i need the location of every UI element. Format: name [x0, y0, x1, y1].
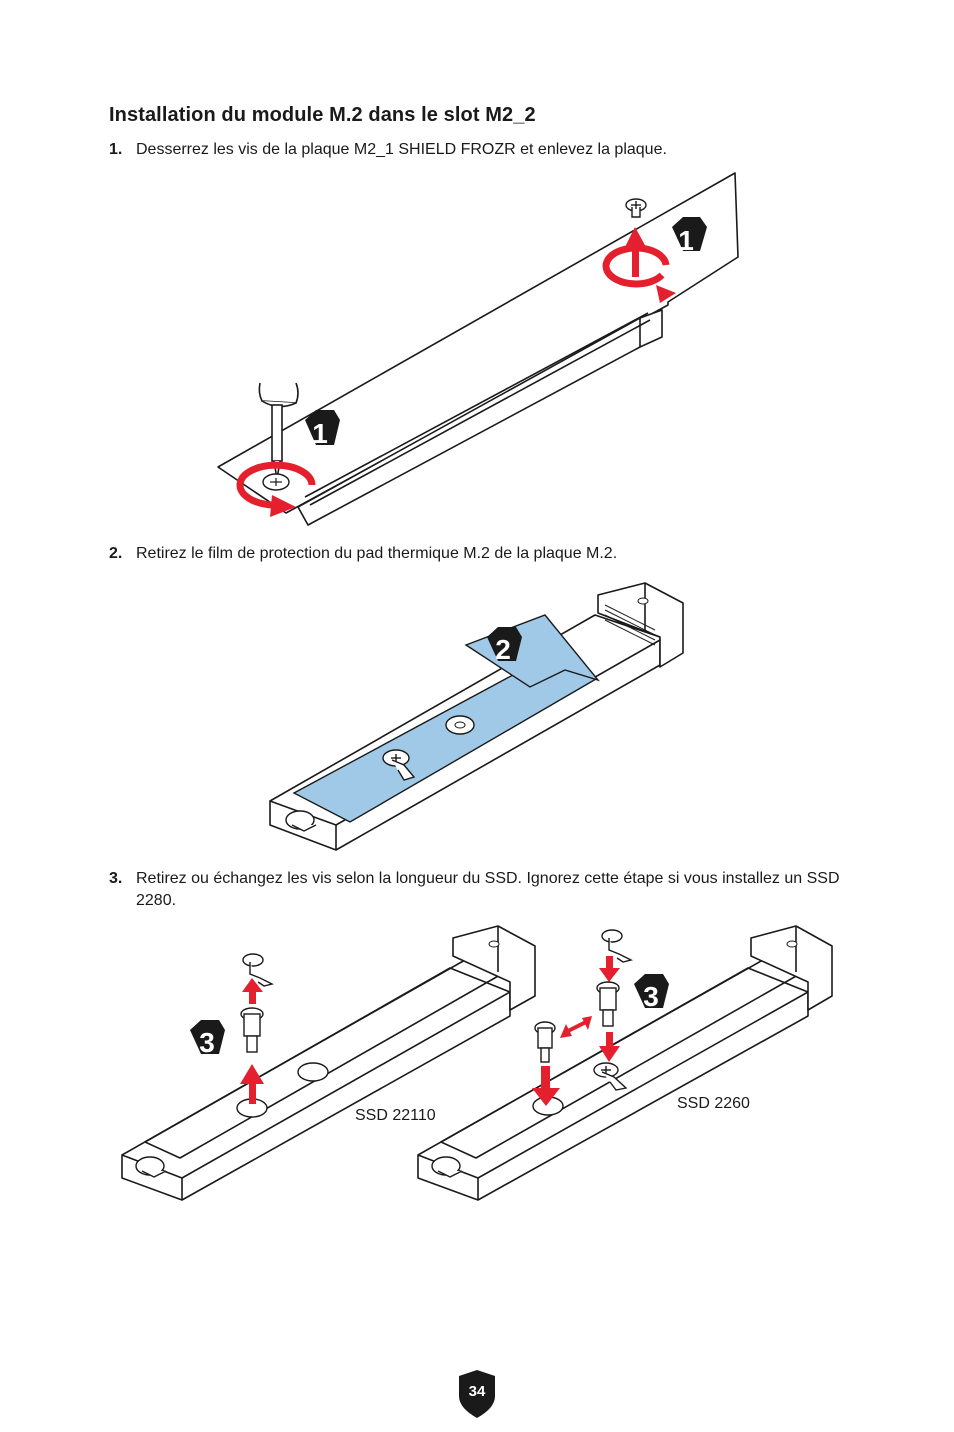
standoff-screw-icon: [240, 1007, 264, 1053]
standoff-icon: [242, 953, 275, 987]
arrow-up-icon: [625, 227, 646, 277]
figure-3-screw-swap: 3 SSD 22110: [121, 925, 833, 1201]
svg-text:3: 3: [643, 981, 659, 1012]
callout-2-badge: 2: [487, 627, 522, 665]
thermal-pad: [292, 654, 598, 823]
callout-1-badge: 1: [672, 217, 707, 256]
step-1-number: 1.: [109, 141, 123, 158]
step-3-text: Retirez ou échangez les vis selon la lon…: [136, 870, 840, 909]
screw-icon: [534, 1021, 556, 1063]
step-1: 1. Desserrez les vis de la plaque M2_1 S…: [109, 139, 849, 161]
arrow-up-icon: [242, 978, 263, 1004]
page-number-badge: 34: [455, 1370, 499, 1418]
callout-1-badge: 1: [305, 410, 340, 449]
standoff-screw-icon: [596, 981, 620, 1027]
arrow-up-icon: [240, 1064, 264, 1104]
double-arrow-icon: [560, 1016, 592, 1038]
arrow-down-icon: [599, 1032, 620, 1062]
screw-icon: [285, 810, 317, 832]
callout-3-badge: 3: [190, 1020, 225, 1058]
step-2-text: Retirez le film de protection du pad the…: [136, 545, 618, 562]
step-2: 2. Retirez le film de protection du pad …: [109, 543, 849, 565]
rotate-arrow-icon: [236, 461, 316, 509]
figure-1-shield-removal: 1 1: [217, 172, 739, 526]
section-title: Installation du module M.2 dans le slot …: [109, 104, 536, 126]
step-3: 3. Retirez ou échangez les vis selon la …: [109, 868, 849, 912]
step-2-number: 2.: [109, 545, 123, 562]
ssd-2260-label: SSD 2260: [677, 1095, 750, 1112]
arrow-down-icon: [599, 956, 620, 982]
svg-text:2: 2: [495, 634, 511, 665]
standoff-icon: [382, 749, 416, 781]
svg-text:3: 3: [199, 1027, 215, 1058]
standoff-icon: [593, 1062, 628, 1091]
callout-3-badge: 3: [634, 974, 669, 1012]
screw-icon: [431, 1156, 463, 1178]
screw-icon: [625, 198, 647, 218]
page-number: 34: [468, 1383, 486, 1400]
rotate-arrow-icon: [602, 244, 670, 288]
screw-icon: [135, 1156, 167, 1178]
ssd-22110-label: SSD 22110: [355, 1107, 436, 1124]
standoff-icon: [601, 929, 634, 963]
step-1-text: Desserrez les vis de la plaque M2_1 SHIE…: [136, 141, 667, 158]
figure-2-thermal-pad: 2: [269, 582, 684, 851]
svg-text:1: 1: [312, 418, 328, 449]
step-3-number: 3.: [109, 870, 123, 887]
shield-icon: [459, 1370, 495, 1418]
arrow-down-icon: [532, 1066, 560, 1106]
svg-text:1: 1: [678, 225, 694, 256]
